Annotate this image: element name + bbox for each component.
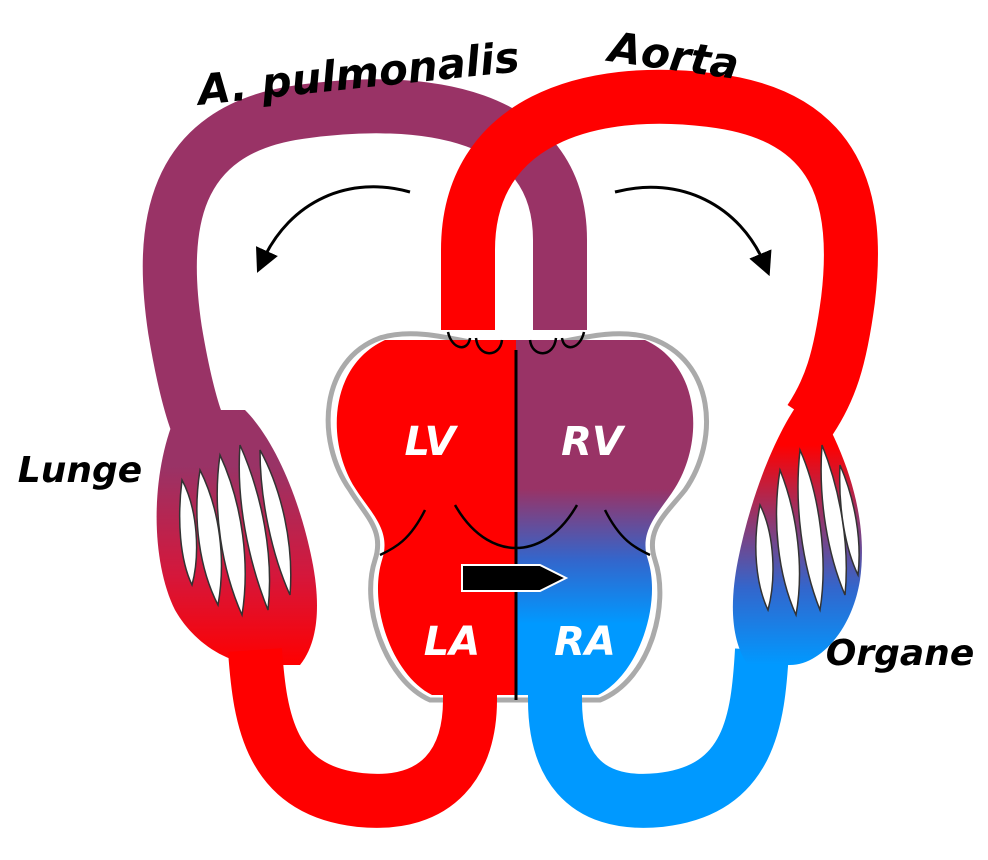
flow-arrow-right xyxy=(614,185,772,277)
right-heart-chambers xyxy=(516,340,694,695)
label-lung: Lunge xyxy=(18,450,142,491)
label-lv: LV xyxy=(405,419,459,465)
organ-capillaries xyxy=(755,444,860,618)
av-valve-center xyxy=(453,504,579,550)
mitral-valve xyxy=(379,509,427,557)
semilunar-valves xyxy=(446,331,586,355)
vena-cava-vessel xyxy=(528,648,789,828)
pulmonary-vein-vessel xyxy=(228,648,497,828)
flow-arrow-left xyxy=(256,185,411,273)
label-rv: RV xyxy=(561,419,626,465)
aorta-vessel xyxy=(441,69,878,435)
label-organs: Organe xyxy=(826,633,974,674)
lung-capillaries xyxy=(178,444,292,618)
left-heart-chambers xyxy=(336,340,516,695)
shunt-arrow xyxy=(461,564,569,592)
label-la: LA xyxy=(424,619,480,665)
label-ra: RA xyxy=(554,619,616,665)
tricuspid-valve xyxy=(603,509,651,557)
